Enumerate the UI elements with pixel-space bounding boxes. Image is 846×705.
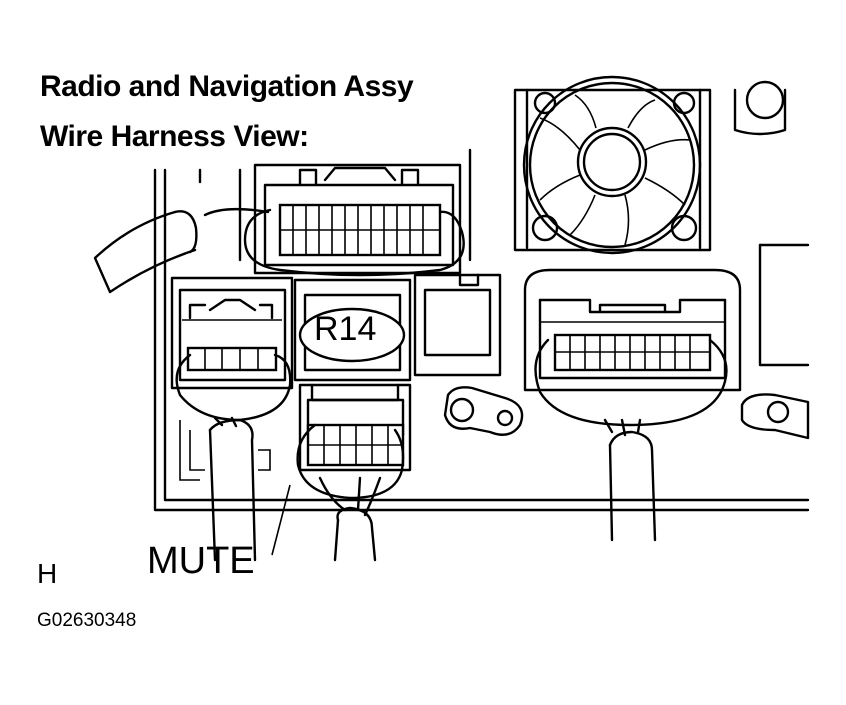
- right-connector: [523, 268, 742, 392]
- unit-housing: [153, 148, 810, 512]
- left-connector: [170, 276, 294, 390]
- mute-wire-harness: [271, 423, 405, 562]
- mute-connector: [298, 383, 412, 472]
- terminal-label: MUTE: [147, 540, 255, 582]
- diagram-title: Radio and Navigation Assy: [40, 70, 414, 103]
- mounting-tab-icon: [443, 386, 524, 436]
- mounting-boss-icon: [733, 80, 787, 136]
- figure-id: G02630348: [37, 610, 137, 631]
- connector-label: R14: [314, 310, 377, 348]
- view-side-label: H: [37, 558, 58, 589]
- mounting-tab-right-icon: [740, 393, 810, 440]
- top-connector: [253, 163, 462, 275]
- cooling-fan-icon: [513, 75, 712, 255]
- diagram-subtitle: Wire Harness View:: [40, 120, 309, 153]
- r14-connector: [293, 278, 412, 382]
- small-connector: [413, 273, 502, 377]
- top-wire-harness: [93, 207, 465, 294]
- right-wire-harness: [534, 338, 728, 542]
- left-wire-harness: [175, 353, 292, 562]
